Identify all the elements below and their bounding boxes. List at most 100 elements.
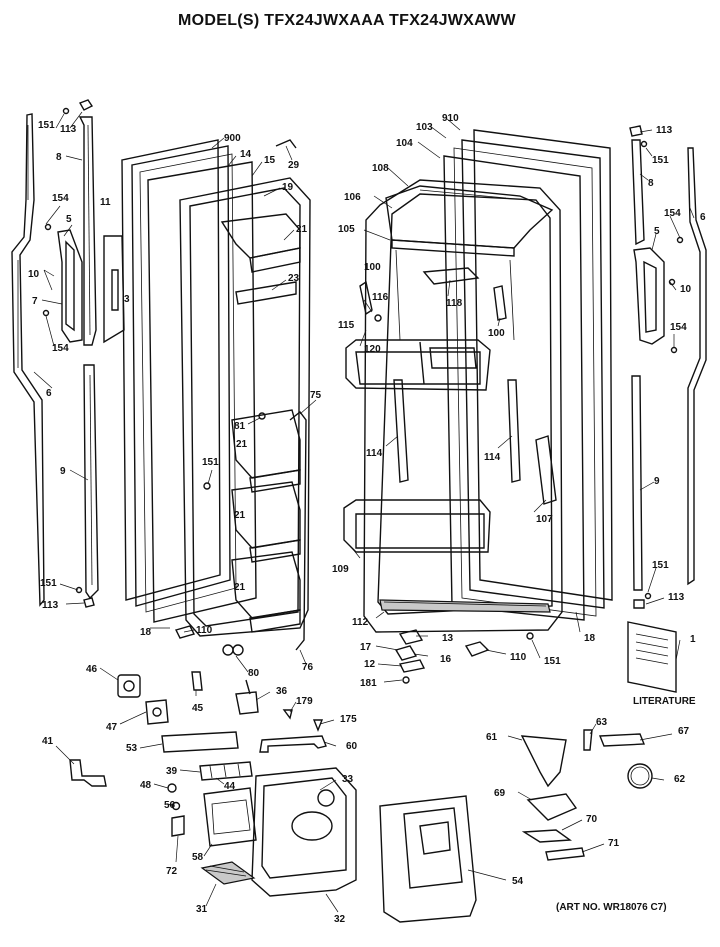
callout-58: 58 [192, 852, 204, 863]
callout-80: 80 [248, 668, 260, 679]
parts-63-67 [583, 729, 646, 751]
callout-112: 112 [352, 617, 369, 628]
callout-67: 67 [678, 726, 690, 737]
callout-151-right-lower: 151 [652, 560, 669, 571]
bottom-trim-112 [379, 599, 551, 613]
callout-15: 15 [264, 155, 276, 166]
callout-3: 3 [124, 294, 130, 305]
callout-56: 56 [164, 800, 176, 811]
callout-6-right: 6 [700, 212, 706, 223]
callout-8-right: 8 [648, 178, 654, 189]
leader-lines [33, 111, 695, 913]
callout-6-left: 6 [46, 388, 52, 399]
callout-69: 69 [494, 788, 506, 799]
callout-154-right-bottom: 154 [670, 322, 687, 333]
bracket-60 [259, 735, 327, 753]
motor-33-58 [203, 787, 257, 847]
literature-booklet-1 [627, 621, 677, 693]
callout-107: 107 [536, 514, 553, 525]
callout-63: 63 [596, 717, 608, 728]
right-outer-gasket-strip-6 [687, 147, 707, 586]
callout-61: 61 [486, 732, 498, 743]
callout-105: 105 [338, 224, 355, 235]
lever-36 [235, 679, 259, 715]
callout-16: 16 [440, 654, 452, 665]
callout-151-left-bottom: 151 [40, 578, 57, 589]
callout-14: 14 [240, 149, 252, 160]
callout-81: 81 [234, 421, 246, 432]
callout-154-left-bottom: 154 [52, 343, 69, 354]
callout-71: 71 [608, 838, 620, 849]
callout-181: 181 [360, 678, 377, 689]
callout-48: 48 [140, 780, 152, 791]
callout-151-right-bottom: 151 [544, 656, 561, 667]
right-lower-trim-9 [631, 375, 643, 591]
callout-21-lower: 21 [234, 582, 246, 593]
parts-69-70-71 [521, 793, 585, 861]
callout-75: 75 [310, 390, 322, 401]
rails-114 [393, 249, 521, 483]
callout-5-right: 5 [654, 226, 660, 237]
callout-116: 116 [372, 292, 389, 303]
fresh-food-small-parts [359, 280, 534, 684]
callout-21-upper: 21 [236, 439, 248, 450]
literature-label: LITERATURE [633, 696, 696, 707]
recess-housing-54 [379, 795, 477, 923]
freezer-door-outer-panel [121, 139, 257, 623]
callout-19: 19 [282, 182, 294, 193]
callout-41: 41 [42, 736, 54, 747]
callout-54: 54 [512, 876, 524, 887]
callout-110-left: 110 [196, 625, 213, 636]
callout-60: 60 [346, 741, 358, 752]
callout-151-freezer: 151 [202, 457, 219, 468]
callout-46: 46 [86, 664, 98, 675]
callout-910: 910 [442, 113, 459, 124]
door-bin-109 [343, 499, 491, 553]
callout-33: 33 [342, 774, 354, 785]
callout-113-right-top: 113 [656, 125, 673, 136]
callout-114-left: 114 [366, 448, 383, 459]
callout-115: 115 [338, 320, 355, 331]
callout-151-right-top: 151 [652, 155, 669, 166]
callout-120: 120 [364, 344, 381, 355]
callout-118: 118 [446, 298, 463, 309]
callout-18-right: 18 [584, 633, 596, 644]
callout-29: 29 [288, 160, 300, 171]
callout-113-right-bottom: 113 [668, 592, 685, 603]
left-handle-trim-8 [78, 116, 97, 346]
callout-39: 39 [166, 766, 178, 777]
callout-106: 106 [344, 192, 361, 203]
callout-900: 900 [224, 133, 241, 144]
callout-9-right: 9 [654, 476, 660, 487]
callout-76: 76 [302, 662, 314, 673]
right-handle-5 [633, 247, 665, 345]
chute-61 [520, 735, 567, 788]
callout-11: 11 [100, 197, 111, 208]
callout-104: 104 [396, 138, 413, 149]
callout-21-middle: 21 [234, 510, 246, 521]
callout-109: 109 [332, 564, 349, 575]
callout-10-left: 10 [28, 269, 40, 280]
right-handle-trim-8 [631, 139, 645, 246]
bracket-41 [69, 759, 107, 787]
left-lower-trim-9 [83, 364, 99, 600]
callout-154-left-top: 154 [52, 193, 69, 204]
callout-23: 23 [288, 273, 300, 284]
callout-70: 70 [586, 814, 598, 825]
callout-45: 45 [192, 703, 204, 714]
right-screws [629, 125, 684, 609]
part-47 [145, 699, 169, 725]
callout-21-top: 21 [296, 224, 308, 235]
art-number: (ART NO. WR18076 C7) [556, 902, 667, 913]
callout-179: 179 [296, 696, 313, 707]
callout-113-left-bottom: 113 [42, 600, 59, 611]
callout-175: 175 [340, 714, 357, 725]
callout-31: 31 [196, 904, 208, 915]
callout-13: 13 [442, 633, 454, 644]
callout-62: 62 [674, 774, 686, 785]
callout-114-right: 114 [484, 452, 501, 463]
callout-108: 108 [372, 163, 389, 174]
left-hinge-bracket-11-3 [103, 235, 125, 344]
callout-10-right: 10 [680, 284, 692, 295]
callout-154-right-top: 154 [664, 208, 681, 219]
